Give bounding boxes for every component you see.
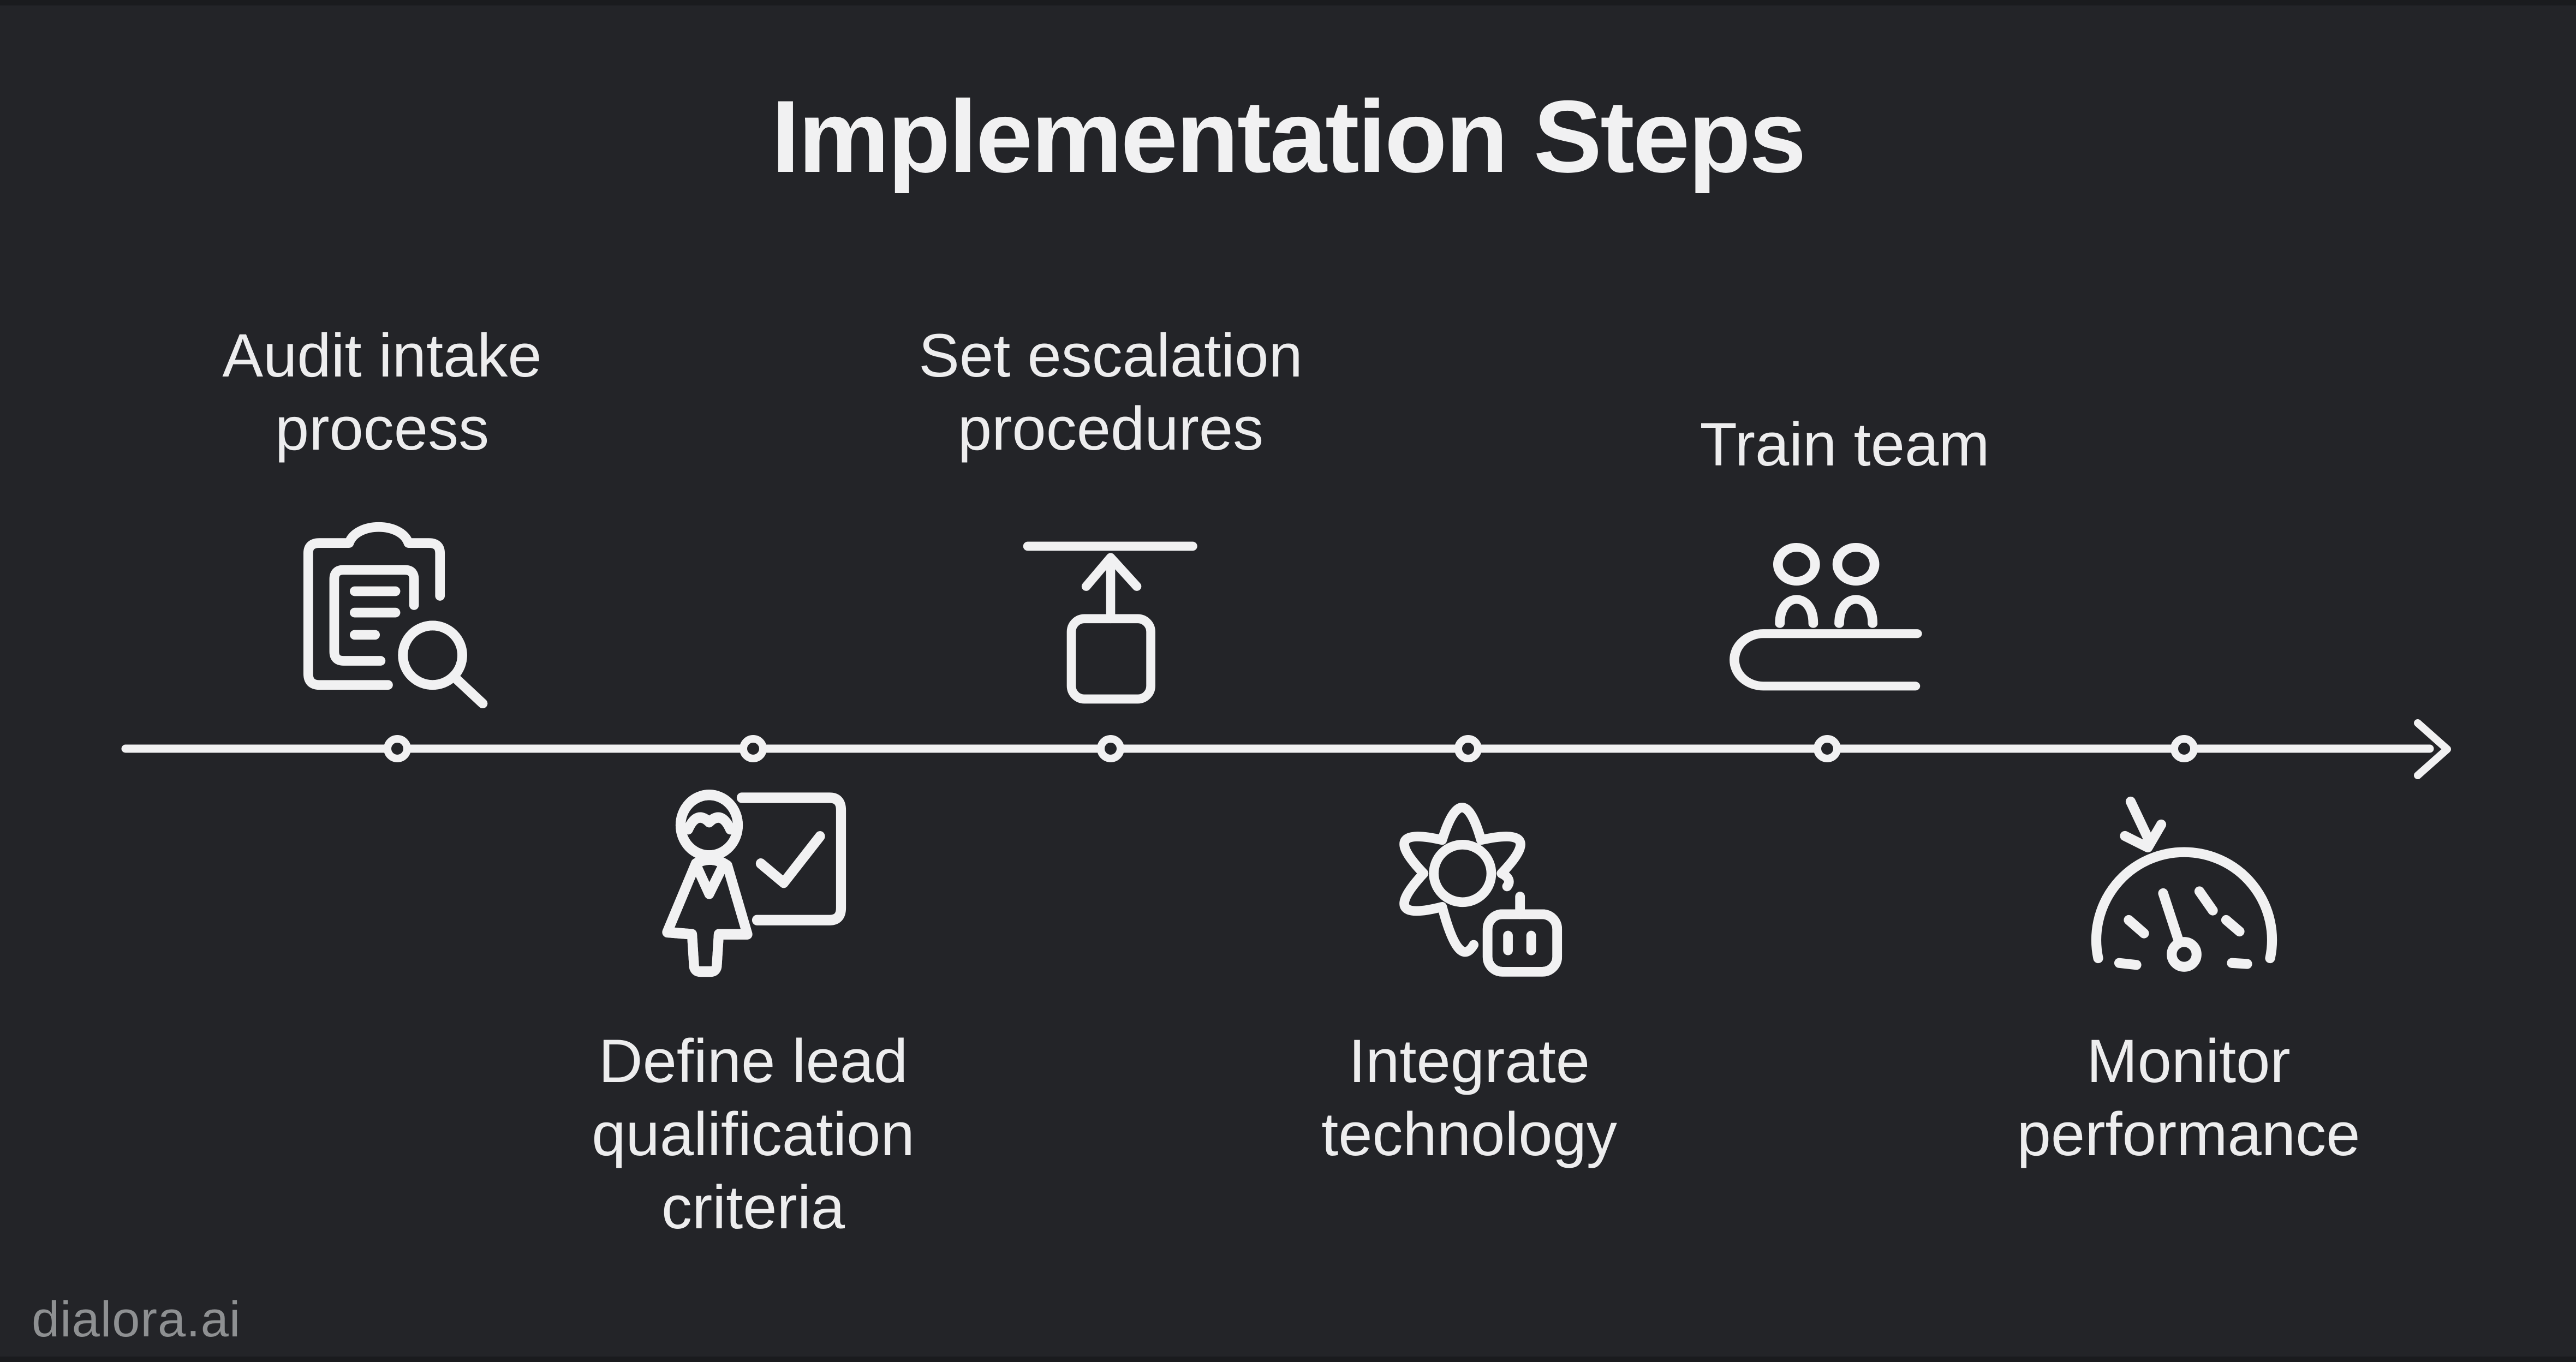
timeline-dot [2170, 735, 2198, 762]
timeline-dot [384, 735, 411, 762]
team-book-icon [1730, 543, 1922, 691]
timeline-dot [740, 735, 767, 762]
step-label: Set escalation procedures [919, 321, 1303, 463]
step-label: Integrate technology [1321, 1027, 1617, 1168]
timeline-dot [1814, 735, 1841, 762]
timeline-dot [1097, 735, 1124, 762]
gear-robot-icon [1399, 803, 1563, 977]
step-label: Monitor performance [2017, 1027, 2360, 1168]
presenter-checkboard-icon [662, 790, 846, 977]
step-label: Audit intake process [222, 321, 542, 463]
performance-gauge-icon [2091, 796, 2277, 972]
timeline-dot [1454, 735, 1482, 762]
clipboard-search-icon [303, 522, 488, 709]
escalation-upload-icon [1023, 541, 1197, 704]
timeline-axis [121, 719, 2451, 779]
step-label: Train team [1700, 410, 1990, 479]
step-label: Define lead qualification criteria [592, 1027, 915, 1241]
timeline-arrowhead-icon [2414, 719, 2451, 779]
top-edge [0, 0, 2576, 5]
watermark: dialora.ai [32, 1292, 241, 1347]
page-title: Implementation Steps [771, 79, 1806, 194]
bottom-edge [0, 1357, 2576, 1362]
